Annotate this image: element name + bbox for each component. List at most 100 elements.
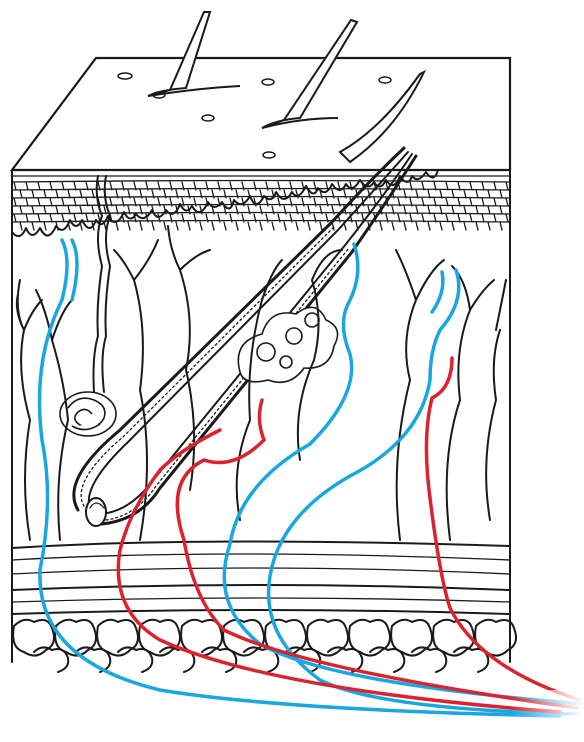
epidermis-cell [476,206,478,214]
epidermis-cell [494,198,496,206]
pore [379,77,391,83]
epidermis-cell [56,190,58,198]
epidermis-cell [470,198,472,206]
epidermis-cell [482,198,484,206]
skin-surface-top [12,58,510,170]
pore [118,73,132,79]
epidermis-cell [248,222,250,230]
epidermis-cell [452,222,454,230]
gland-cell [257,343,275,361]
epidermis-row [12,197,510,199]
epidermis-cell [140,222,142,230]
epidermis-cell [128,222,130,230]
fat-cell [412,647,446,672]
epidermis-cell [26,182,28,190]
epidermis-cell [488,190,490,198]
epidermis-cell [212,222,214,230]
fat-cell [34,647,68,672]
epidermis-cell [38,214,40,222]
epidermis-cell [20,222,22,230]
epidermis-cell [464,190,466,198]
gland-cell [286,328,302,344]
epidermis-row [12,181,510,183]
epidermis-cell [284,222,286,230]
epidermis-cell [392,222,394,230]
sweat-gland [60,176,116,436]
epidermis-cell [506,198,508,206]
sweat-duct [94,176,103,392]
fascia-line [12,554,510,560]
fat-cell [118,647,152,672]
epidermis-cell [116,222,118,230]
epidermis-cell [32,206,34,214]
epidermis-cell [404,222,406,230]
epidermis-cell [224,222,226,230]
epidermis-cell [500,190,502,198]
epidermis-cell [320,222,322,230]
epidermis-cell [38,182,40,190]
nerve-fiber [237,260,282,520]
epidermis-row [12,205,510,207]
epidermis-cell [476,190,478,198]
epidermis-cell [236,222,238,230]
epidermis-cell [488,222,490,230]
epidermis-cell [176,222,178,230]
epidermis-cell [494,182,496,190]
fascia-line [12,585,510,590]
pore [262,79,274,85]
epidermis-cell [260,222,262,230]
epidermis-cell [482,214,484,222]
epidermis-cell [44,190,46,198]
epidermis-cell [428,222,430,230]
epidermis-cell [308,222,310,230]
epidermis-cell [440,222,442,230]
epidermis-cell [14,214,16,222]
epidermis-cell [494,214,496,222]
sweat-duct [102,176,110,392]
epidermis-cell [38,198,40,206]
epidermis-cell [380,222,382,230]
epidermis-cell [14,198,16,206]
vessel-fade [510,690,584,742]
epidermis-cell [500,206,502,214]
epidermis-cell [482,182,484,190]
epidermis-cell [296,222,298,230]
vein [72,240,77,300]
epidermis-cell [20,206,22,214]
epidermis-cell [488,206,490,214]
epidermis-cell [464,222,466,230]
fat-cell [370,647,404,672]
epidermis-row [12,213,510,215]
epidermis-cell [56,206,58,214]
epidermis-cell [470,182,472,190]
epidermis-cell [464,206,466,214]
nerve-fiber [486,280,506,520]
epidermis-cell [44,222,46,230]
epidermis-cell [476,222,478,230]
epidermis-cell [500,222,502,230]
fat-cell [13,620,54,656]
epidermis-cell [506,214,508,222]
pore [263,152,275,158]
epidermis-cell [32,190,34,198]
epidermis-layer [12,181,510,231]
epidermis-cell [200,222,202,230]
fat-cell [76,647,110,672]
epidermis-cell [164,222,166,230]
epidermis-cell [14,182,16,190]
epidermis-cell [20,190,22,198]
epidermis-cell [188,222,190,230]
epidermis-row [12,221,510,223]
epidermis-cell [416,222,418,230]
epidermis-cell [26,214,28,222]
follicle-sheath-dots [106,248,349,520]
nerve-fiber [114,240,158,540]
gland-cell [280,356,292,368]
epidermis-row [12,189,510,191]
pore [202,115,214,121]
fascia-line [12,610,510,614]
epidermis-cell [32,222,34,230]
epidermis-cell [44,206,46,214]
